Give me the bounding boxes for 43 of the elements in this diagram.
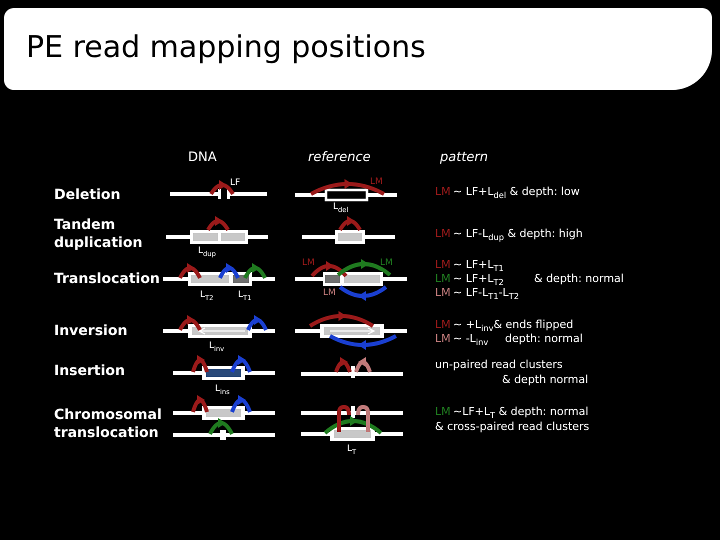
read-mapping-label: LM [435, 318, 451, 331]
column-header: reference [308, 151, 371, 164]
length-label: L$_{T1}$ [238, 289, 252, 304]
read-mapping-label: LM [435, 405, 451, 418]
pattern-text: depth: normal [505, 332, 583, 345]
pattern-text: ~ LF+L$_{del}$ & depth: low [453, 185, 580, 202]
length-label: L$_{ins}$ [215, 383, 230, 398]
read-mapping-label: LM [435, 332, 451, 345]
length-label: L$_{dup}$ [198, 245, 216, 260]
row-label: Translocation [54, 270, 161, 288]
pattern-text: ~ LF+L$_{T2}$ [453, 272, 504, 288]
read-mapping-label: LM [435, 286, 451, 299]
read-mapping-label: LM [435, 272, 451, 285]
pattern-text: ~ LF-L$_{T1}$-L$_{T2}$ [453, 286, 519, 304]
pattern-text: & depth: normal [534, 272, 624, 285]
row-label: Tandem duplication [54, 216, 144, 252]
title: PE read mapping positions [26, 30, 426, 65]
pattern-text: ~ LF+L$_{T1}$ [453, 258, 504, 274]
read-mapping-label: LM [302, 257, 315, 270]
length-label: L$_{del}$ [333, 201, 348, 216]
pattern-text: un-paired read clusters [435, 358, 563, 371]
pattern-text: ~LF+L$_{T}$ & depth: normal [453, 405, 588, 422]
length-label: LF [230, 177, 240, 190]
row-label: Inversion [54, 322, 128, 340]
column-header: pattern [440, 151, 488, 164]
read-mapping-label: LM [435, 258, 451, 271]
length-label: L$_{T}$ [347, 443, 356, 458]
read-mapping-label: LM [370, 176, 383, 189]
pattern-text: & cross-paired read clusters [435, 420, 590, 433]
pattern-text: & depth normal [502, 373, 588, 386]
length-label: L$_{inv}$ [209, 340, 224, 355]
row-label: Insertion [54, 362, 126, 380]
read-mapping-label: LM [380, 257, 393, 270]
read-mapping-label: LM [435, 227, 451, 240]
row-label: Chromosomal translocation [54, 406, 163, 442]
pattern-text: ~ +L$_{inv}$& ends flipped [453, 318, 574, 334]
length-label: L$_{T2}$ [200, 289, 214, 304]
read-mapping-label: LM [435, 185, 451, 198]
pattern-text: ~ -L$_{inv}$ [453, 332, 488, 350]
read-mapping-label: LM [323, 287, 336, 300]
pattern-text: ~ LF-L$_{dup}$ & depth: high [453, 227, 583, 244]
row-label: Deletion [54, 186, 122, 204]
column-header: DNA [188, 151, 217, 164]
